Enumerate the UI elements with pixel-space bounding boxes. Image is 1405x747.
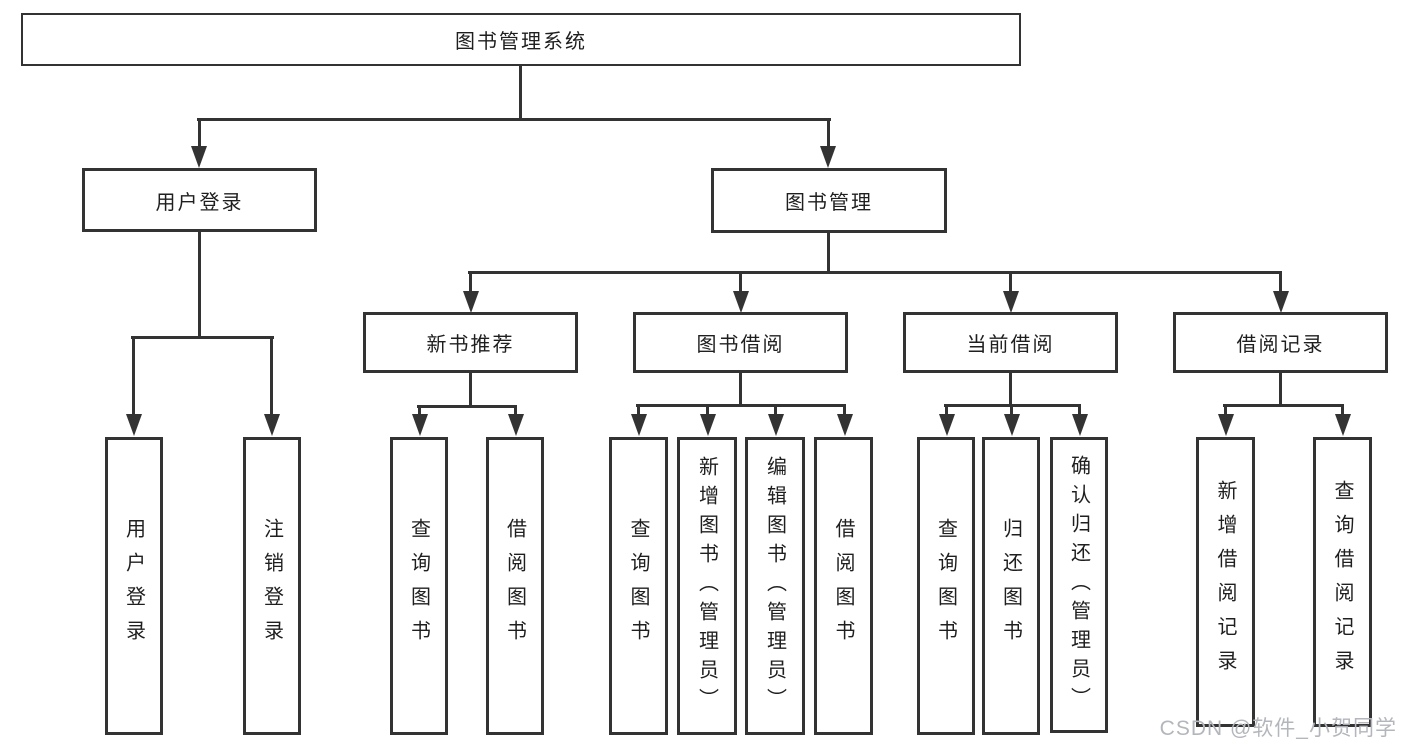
leaf-recommend-query-book: 查询图书 xyxy=(390,437,448,735)
node-new-book-recommend: 新书推荐 xyxy=(363,312,578,373)
leaf-record-query-borrow-record: 查询借阅记录 xyxy=(1313,437,1372,727)
connector-root-span xyxy=(197,118,831,121)
arrowhead-rec-query xyxy=(412,414,428,436)
csdn-watermark: CSDN @软件_小贺同学 xyxy=(1159,717,1397,740)
arrowhead-user-login xyxy=(191,146,207,168)
arrowhead-rec-add-record xyxy=(1218,414,1234,436)
connector-login-stem xyxy=(198,232,201,339)
connector-login-span xyxy=(131,336,274,339)
arrowhead-cur-confirm xyxy=(1072,414,1088,436)
arrowhead-recommend xyxy=(463,291,479,313)
connector-to-rec-query-record xyxy=(1341,404,1344,416)
leaf-logout: 注销登录 xyxy=(243,437,301,735)
leaf-current-confirm-return-admin: 确认归还（管理员） xyxy=(1050,437,1108,733)
node-user-login: 用户登录 xyxy=(82,168,317,232)
connector-record-stem xyxy=(1279,373,1282,407)
node-current-borrow: 当前借阅 xyxy=(903,312,1118,373)
arrowhead-book-management xyxy=(820,146,836,168)
leaf-current-query-book: 查询图书 xyxy=(917,437,975,735)
node-book-management: 图书管理 xyxy=(711,168,947,233)
connector-to-leaf-logout xyxy=(270,336,273,416)
connector-to-cur-query xyxy=(945,404,948,416)
arrowhead-bor-lend xyxy=(837,414,853,436)
leaf-record-add-borrow-record: 新增借阅记录 xyxy=(1196,437,1255,727)
connector-to-record xyxy=(1279,271,1282,293)
connector-record-span xyxy=(1223,404,1344,407)
connector-to-user-login xyxy=(198,118,201,148)
arrowhead-current xyxy=(1003,291,1019,313)
connector-mgmt-stem xyxy=(827,233,830,274)
arrowhead-record xyxy=(1273,291,1289,313)
leaf-borrow-add-book-admin: 新增图书（管理员） xyxy=(677,437,737,735)
connector-to-cur-return xyxy=(1010,404,1013,416)
connector-to-leaf-user-login xyxy=(132,336,135,416)
connector-to-bor-add xyxy=(706,404,709,416)
arrowhead-bor-query xyxy=(631,414,647,436)
leaf-borrow-edit-book-admin: 编辑图书（管理员） xyxy=(745,437,805,735)
connector-to-bor-edit xyxy=(774,404,777,416)
arrowhead-borrow xyxy=(733,291,749,313)
connector-to-borrow xyxy=(739,271,742,293)
arrowhead-leaf-logout xyxy=(264,414,280,436)
connector-to-bor-query xyxy=(637,404,640,416)
connector-borrow-span xyxy=(636,404,846,407)
connector-to-book-management xyxy=(827,118,830,148)
leaf-borrow-query-book: 查询图书 xyxy=(609,437,668,735)
leaf-user-login: 用户登录 xyxy=(105,437,163,735)
connector-root-stem xyxy=(519,66,522,118)
connector-current-stem xyxy=(1009,373,1012,407)
node-borrow-record: 借阅记录 xyxy=(1173,312,1388,373)
connector-to-rec-add-record xyxy=(1224,404,1227,416)
connector-to-bor-lend xyxy=(843,404,846,416)
leaf-current-return-book: 归还图书 xyxy=(982,437,1040,735)
leaf-borrow-lend-book: 借阅图书 xyxy=(814,437,873,735)
connector-to-rec-query xyxy=(418,405,421,416)
arrowhead-rec-query-record xyxy=(1335,414,1351,436)
connector-to-recommend xyxy=(469,271,472,293)
arrowhead-cur-query xyxy=(939,414,955,436)
arrowhead-rec-borrow xyxy=(508,414,524,436)
connector-to-rec-borrow xyxy=(514,405,517,416)
node-library-management-system: 图书管理系统 xyxy=(21,13,1021,66)
connector-to-current xyxy=(1009,271,1012,293)
arrowhead-bor-edit xyxy=(768,414,784,436)
connector-recommend-span xyxy=(417,405,517,408)
arrowhead-bor-add xyxy=(700,414,716,436)
connector-borrow-stem xyxy=(739,373,742,407)
arrowhead-leaf-user-login xyxy=(126,414,142,436)
arrowhead-cur-return xyxy=(1004,414,1020,436)
connector-recommend-stem xyxy=(469,373,472,408)
leaf-recommend-borrow-book: 借阅图书 xyxy=(486,437,544,735)
connector-to-cur-confirm xyxy=(1078,404,1081,416)
connector-mgmt-span xyxy=(468,271,1282,274)
node-book-borrow: 图书借阅 xyxy=(633,312,848,373)
